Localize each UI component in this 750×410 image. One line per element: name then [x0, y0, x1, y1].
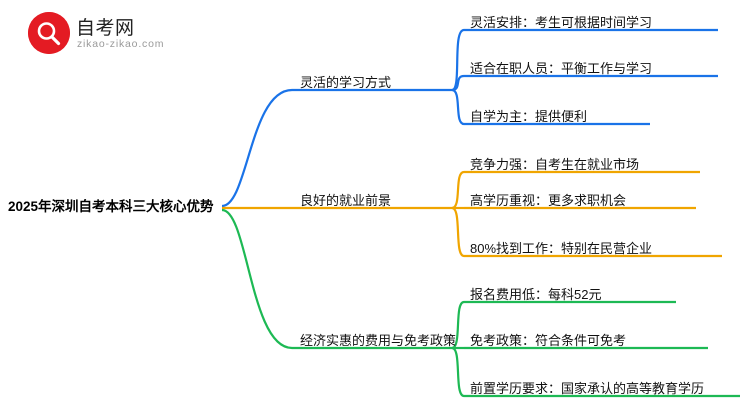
leaf-label-3-2: 免考政策：符合条件可免考: [470, 333, 627, 348]
logo-subtitle: zikao-zikao.com: [77, 38, 165, 50]
leaf-label-2-1: 竞争力强：自考生在就业市场: [470, 157, 640, 172]
leaf-label-1-3: 自学为主：提供便利: [470, 109, 588, 124]
leaf-label-1-2: 适合在职人员：平衡工作与学习: [470, 61, 653, 76]
leaf-label-3-3: 前置学历要求：国家承认的高等教育学历: [470, 381, 705, 396]
mindmap-root-label: 2025年深圳自考本科三大核心优势: [8, 199, 214, 214]
leaf-label-1-1: 灵活安排：考生可根据时间学习: [470, 15, 653, 30]
logo-title: 自考网: [76, 18, 135, 39]
leaf-label-3-1: 报名费用低：每科52元: [470, 287, 602, 302]
branch-label-2: 良好的就业前景: [300, 193, 392, 208]
magnifier-red-circle-icon: [28, 12, 70, 54]
branch-label-1: 灵活的学习方式: [300, 75, 392, 90]
leaf-label-2-2: 高学历重视：更多求职机会: [470, 193, 627, 208]
site-logo: 自考网 zikao-zikao.com: [28, 10, 238, 62]
leaf-label-2-3: 80%找到工作：特别在民营企业: [470, 241, 653, 256]
branch-label-3: 经济实惠的费用与免考政策: [300, 333, 457, 348]
